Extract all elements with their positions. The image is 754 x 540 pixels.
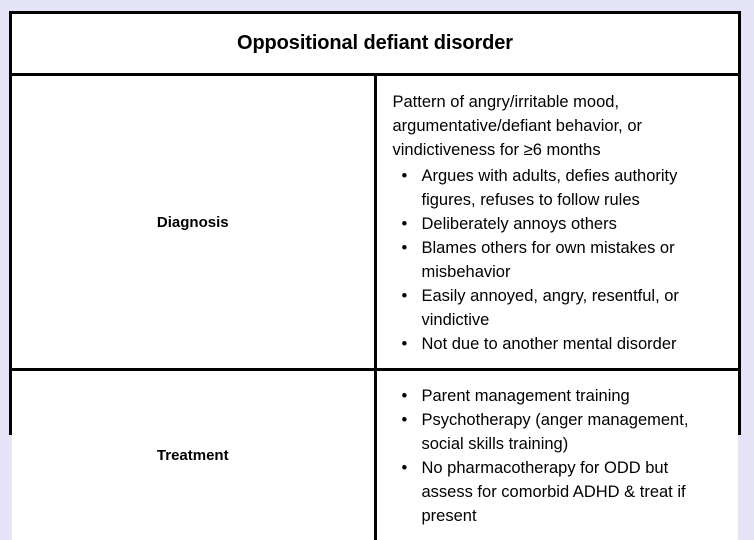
row-content-treatment: • Parent management training • Psychothera…	[375, 370, 738, 540]
bullet-icon: •	[402, 332, 408, 356]
odd-summary-table: Oppositional defiant disorder Diagnosis …	[9, 11, 741, 435]
treatment-bullet-list: • Parent management training • Psychothera…	[393, 384, 719, 528]
list-item-label: Easily annoyed, angry, resentful, or vin…	[422, 287, 679, 329]
list-item-label: Parent management training	[422, 387, 630, 405]
list-item: • Psychotherapy (anger management, social…	[393, 408, 719, 456]
bullet-icon: •	[402, 212, 408, 236]
list-item: • Deliberately annoys others	[393, 212, 719, 236]
list-item: • Easily annoyed, angry, resentful, or vi…	[393, 284, 719, 332]
row-content-diagnosis: Pattern of angry/irritable mood, argumen…	[375, 75, 738, 370]
list-item-label: Psychotherapy (anger management, social …	[422, 411, 689, 453]
bullet-icon: •	[402, 236, 408, 260]
list-item-label: No pharmacotherapy for ODD but assess fo…	[422, 459, 686, 525]
page-root: Oppositional defiant disorder Diagnosis …	[0, 0, 754, 452]
diagnosis-intro-text: Pattern of angry/irritable mood, argumen…	[393, 90, 719, 162]
list-item-label: Deliberately annoys others	[422, 215, 617, 233]
list-item: • No pharmacotherapy for ODD but assess f…	[393, 456, 719, 528]
diagnosis-bullet-list: • Argues with adults, defies authority fi…	[393, 164, 719, 356]
list-item: • Argues with adults, defies authority fi…	[393, 164, 719, 212]
bullet-icon: •	[402, 408, 408, 432]
list-item: • Parent management training	[393, 384, 719, 408]
table-header-row: Oppositional defiant disorder	[12, 14, 738, 75]
list-item: • Blames others for own mistakes or misbe…	[393, 236, 719, 284]
bullet-icon: •	[402, 456, 408, 480]
bullet-icon: •	[402, 384, 408, 408]
list-item-label: Blames others for own mistakes or misbeh…	[422, 239, 675, 281]
table-row: Diagnosis Pattern of angry/irritable moo…	[12, 75, 738, 370]
bullet-icon: •	[402, 284, 408, 308]
row-label-treatment: Treatment	[12, 370, 375, 540]
table-inner: Oppositional defiant disorder Diagnosis …	[12, 14, 738, 540]
list-item-label: Argues with adults, defies authority fig…	[422, 167, 678, 209]
row-label-diagnosis: Diagnosis	[12, 75, 375, 370]
bullet-icon: •	[402, 164, 408, 188]
table-header-cell: Oppositional defiant disorder	[12, 14, 738, 75]
list-item-label: Not due to another mental disorder	[422, 335, 677, 353]
table-row: Treatment • Parent management training • P…	[12, 370, 738, 540]
list-item: • Not due to another mental disorder	[393, 332, 719, 356]
page-title: Oppositional defiant disorder	[237, 32, 513, 54]
